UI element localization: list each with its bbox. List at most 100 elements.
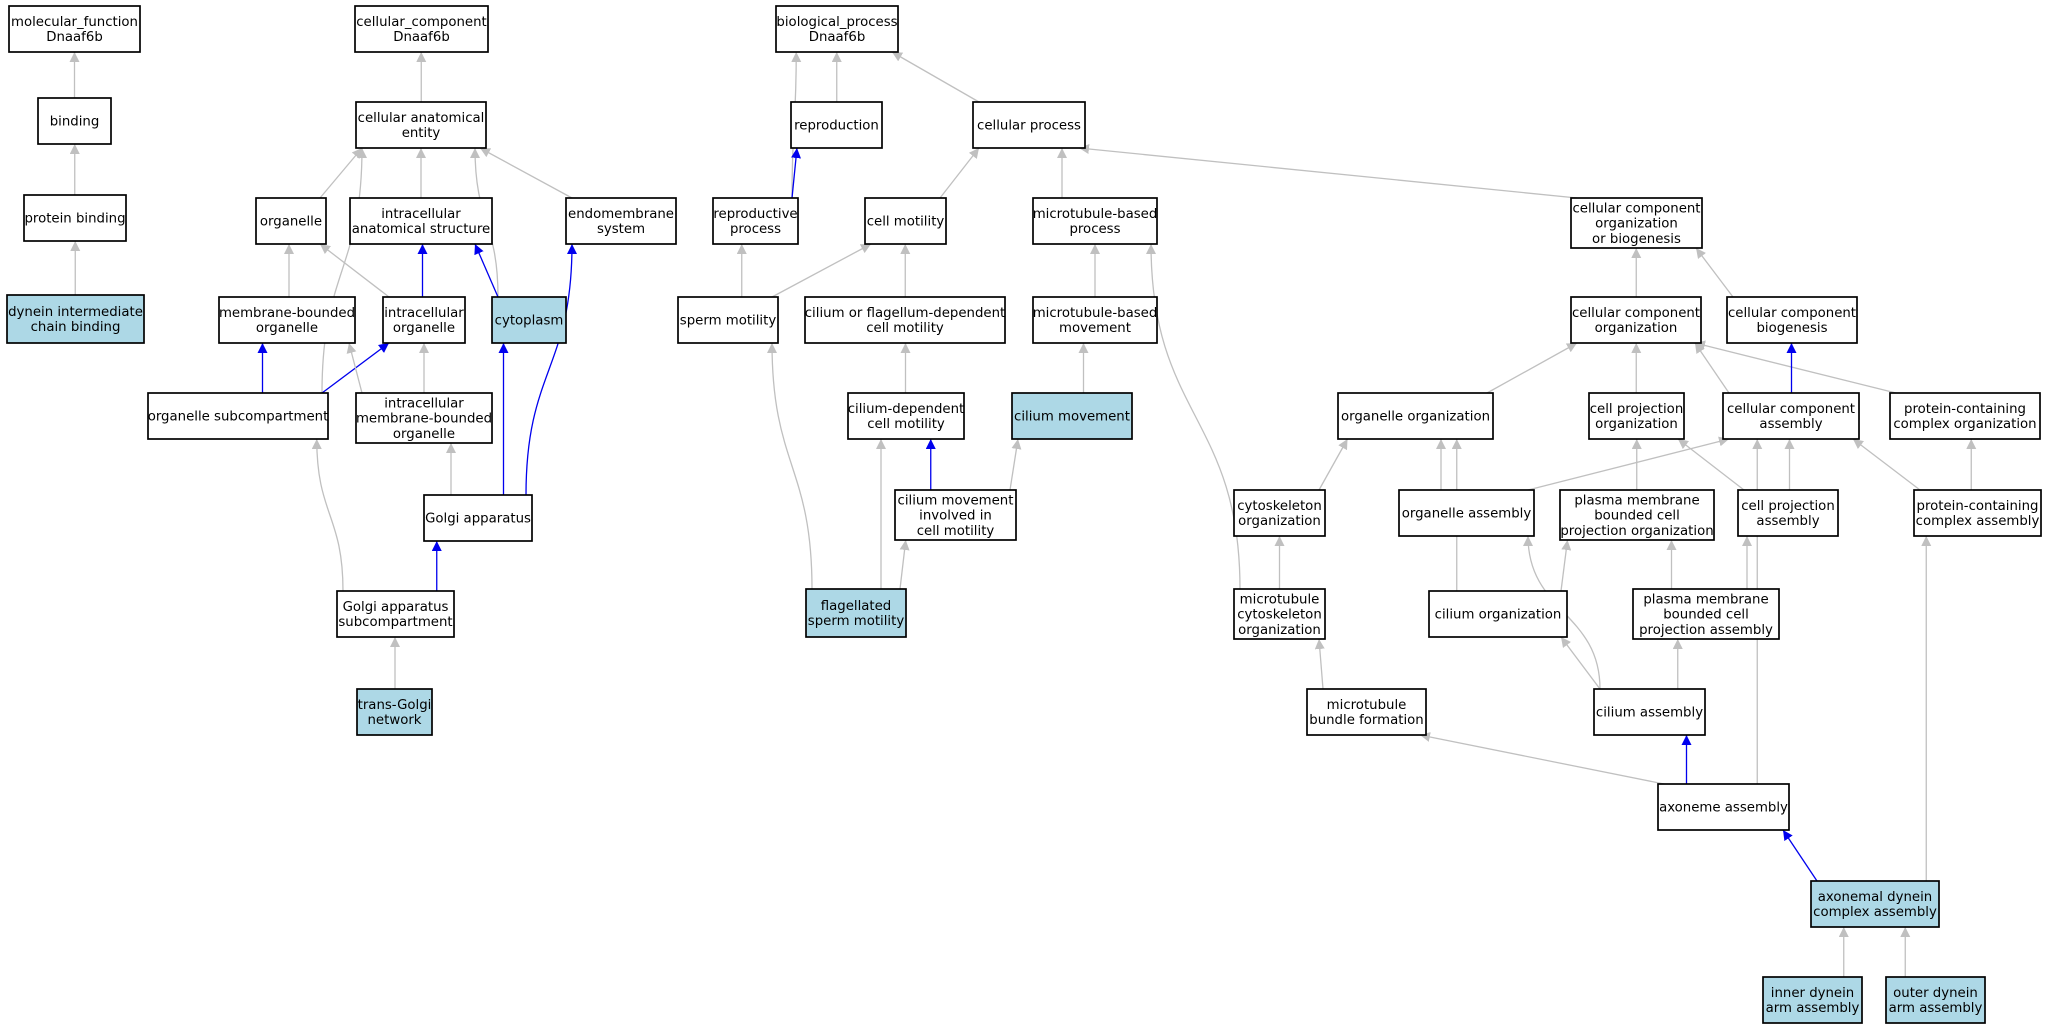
node-box xyxy=(147,392,329,440)
node-label-line: binding xyxy=(50,115,100,130)
edge-line xyxy=(899,539,910,590)
node-box xyxy=(847,392,965,440)
node-box xyxy=(775,5,899,53)
node-label-line: axonemal dynein xyxy=(1818,890,1932,905)
node-box xyxy=(6,294,145,344)
node-box xyxy=(1559,489,1715,541)
edge-line xyxy=(319,147,363,199)
node-label-line: Golgi apparatus xyxy=(425,512,531,527)
node-organelle-org[interactable]: organelle organization xyxy=(1337,392,1494,440)
node-box xyxy=(382,296,466,344)
node-label-line: subcompartment xyxy=(338,615,452,630)
node-box xyxy=(354,5,489,53)
node-label-line: cell motility xyxy=(867,215,945,230)
edge-cyto_org-to-organelle_org xyxy=(1318,438,1349,491)
node-label-line: movement xyxy=(1059,321,1131,336)
node-label-line: reproductive xyxy=(713,207,797,222)
node-label-line: organization xyxy=(1595,417,1678,432)
edge-axonemal_dca-to-axoneme_assembly xyxy=(1782,829,1818,882)
node-label-line: organelle xyxy=(260,215,322,230)
node-box xyxy=(423,494,533,542)
node-box xyxy=(677,296,779,344)
node-box xyxy=(1810,880,1940,928)
node-binding[interactable]: binding xyxy=(37,97,112,145)
node-label-line: outer dynein xyxy=(1893,986,1978,1001)
node-cilium-org[interactable]: cilium organization xyxy=(1428,590,1568,638)
edge-golgi-to-endomembrane xyxy=(525,243,577,496)
node-cellular-process[interactable]: cellular process xyxy=(972,101,1086,149)
node-label-line: biogenesis xyxy=(1756,321,1827,336)
node-label-line: cilium movement xyxy=(898,493,1014,508)
node-organelle[interactable]: organelle xyxy=(255,197,327,245)
node-label-line: or biogenesis xyxy=(1592,232,1681,247)
node-box xyxy=(1011,392,1133,440)
node-label-line: assembly xyxy=(1756,514,1819,529)
node-axoneme-assembly[interactable]: axoneme assembly xyxy=(1657,783,1790,831)
node-box xyxy=(356,688,433,736)
node-cytoplasm[interactable]: cytoplasm xyxy=(491,296,567,344)
edge-cilium_org-to-pmbcp_org xyxy=(1560,539,1572,592)
edge-line xyxy=(1695,247,1734,298)
node-box xyxy=(1722,392,1860,440)
node-reproduction[interactable]: reproduction xyxy=(790,101,883,149)
edge-line xyxy=(1146,243,1241,590)
edge-line xyxy=(1078,144,1578,199)
node-box xyxy=(804,296,1006,344)
node-label-line: organization xyxy=(1238,514,1321,529)
node-box xyxy=(1762,976,1863,1024)
node-label-line: sperm motility xyxy=(680,314,777,329)
node-organelle-assembly[interactable]: organelle assembly xyxy=(1398,489,1535,537)
edge-line xyxy=(1694,340,1897,394)
node-cell-motility[interactable]: cell motility xyxy=(864,197,947,245)
node-label-line: organization xyxy=(1238,623,1321,638)
node-cilium-assembly[interactable]: cilium assembly xyxy=(1593,688,1706,736)
node-label-line: Dnaaf6b xyxy=(46,30,103,45)
node-osc[interactable]: organelle subcompartment xyxy=(147,392,329,440)
node-golgi[interactable]: Golgi apparatus xyxy=(423,494,533,542)
node-cilium-movement[interactable]: cilium movement xyxy=(1011,392,1133,440)
node-box xyxy=(790,101,883,149)
node-protein-binding[interactable]: protein binding xyxy=(23,194,127,242)
node-label-line: biological_process xyxy=(776,15,897,30)
node-label-line: arm assembly xyxy=(1766,1001,1860,1016)
node-box xyxy=(1032,296,1158,344)
node-sperm-motility[interactable]: sperm motility xyxy=(677,296,779,344)
node-label-line: cytoskeleton xyxy=(1237,499,1322,514)
